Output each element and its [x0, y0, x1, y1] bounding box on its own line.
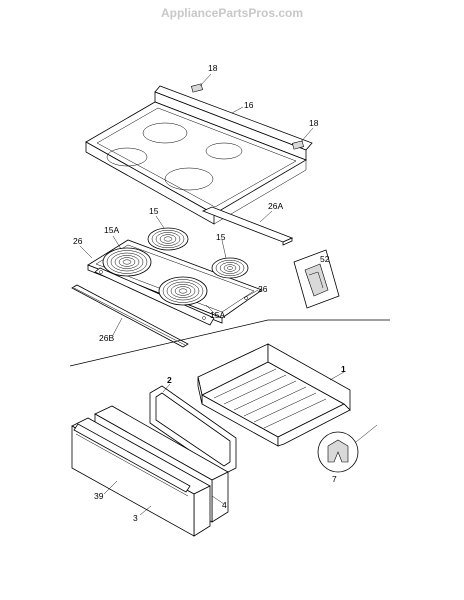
callout-3: 3 — [133, 513, 138, 523]
callout-26b: 26B — [99, 333, 114, 343]
callout-15-right: 15 — [216, 232, 226, 242]
drawer-door-liner — [149, 385, 237, 475]
surface-element-15-right — [211, 257, 249, 279]
cooktop-glass — [85, 85, 313, 225]
callout-26-right: 26 — [258, 284, 268, 294]
callout-39: 39 — [94, 491, 104, 501]
callout-15a-top: 15A — [104, 225, 119, 235]
surface-element-15a-bottom — [158, 276, 208, 306]
trim-strip-26a — [201, 206, 294, 246]
callout-2: 2 — [167, 375, 172, 385]
callout-26a: 26A — [268, 201, 283, 211]
callout-1: 1 — [341, 364, 346, 374]
callout-26-left: 26 — [73, 236, 83, 246]
callout-7: 7 — [332, 474, 337, 484]
surface-element-15a-top — [102, 247, 152, 277]
callout-labels: 18 16 18 15 26A 26 15A 15 52 26 15A 26B … — [73, 63, 346, 523]
drawer-outer-door — [71, 417, 211, 537]
callout-18-left: 18 — [208, 63, 218, 73]
storage-drawer-body — [197, 343, 351, 447]
trim-strip-26b — [71, 284, 189, 348]
leader-lines — [79, 73, 345, 516]
callout-4: 4 — [222, 500, 227, 510]
callout-16: 16 — [244, 100, 254, 110]
part-7-inset — [317, 424, 378, 473]
section-divider — [69, 319, 390, 367]
callout-15-top: 15 — [149, 206, 159, 216]
part-52-inset — [293, 249, 340, 309]
callout-52: 52 — [320, 254, 330, 264]
surface-element-15-top — [147, 227, 189, 251]
callout-18-right: 18 — [309, 118, 319, 128]
callout-15a-bottom: 15A — [210, 310, 225, 320]
hold-down-bracket-right — [292, 140, 304, 150]
hold-down-bracket-left — [191, 83, 203, 93]
watermark-text: AppliancePartsPros.com — [161, 6, 303, 20]
